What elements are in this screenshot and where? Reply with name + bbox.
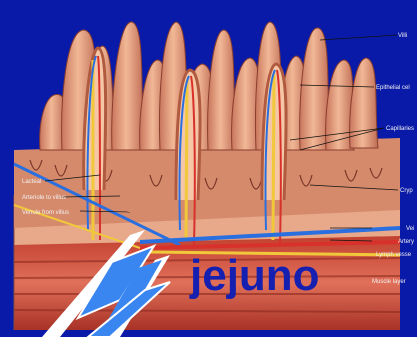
- label-vein: Vei: [406, 226, 414, 232]
- label-lacteal: Lacteal: [22, 179, 41, 185]
- label-crypt: Cryp: [400, 188, 413, 194]
- label-lymph-vessel: Lymph vesse: [376, 252, 412, 258]
- label-arteriole: Arteriole to villus: [22, 195, 66, 201]
- overlay-title: jejuno: [189, 251, 320, 300]
- label-epithelial: Epithelial cel: [376, 85, 410, 91]
- tissue-block: [14, 138, 400, 330]
- label-capillaries: Capillaries: [386, 126, 414, 132]
- label-artery: Artery: [398, 239, 414, 245]
- label-villi: Villi: [398, 33, 407, 39]
- label-muscle-layer: Muscle layer: [372, 279, 406, 285]
- label-venule: Venule from villus: [22, 210, 69, 216]
